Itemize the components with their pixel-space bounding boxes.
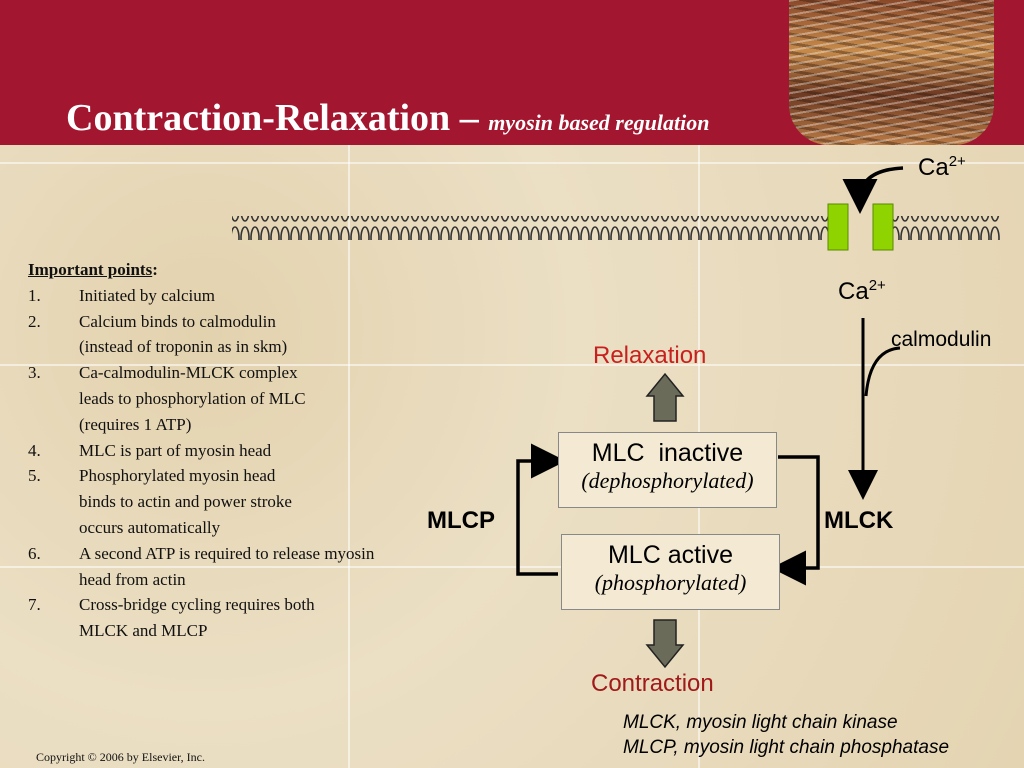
important-points-heading: Important points:	[28, 260, 158, 279]
slide-header: Contraction-Relaxation – myosin based re…	[0, 0, 1024, 145]
calcium-channel	[827, 203, 894, 251]
important-point-line: 1. Initiated by calcium	[28, 283, 458, 309]
point-text: MLCK and MLCP	[79, 621, 208, 641]
important-point-line: MLCK and MLCP	[28, 618, 458, 644]
mlck-label: MLCK	[824, 507, 894, 534]
cell-membrane	[232, 216, 1000, 240]
calcium-intracellular-label: Ca2+	[838, 277, 886, 305]
important-point-line: binds to actin and power stroke	[28, 489, 458, 515]
point-text: Calcium binds to calmodulin	[79, 311, 276, 331]
contraction-label: Contraction	[591, 670, 714, 697]
point-text: (instead of troponin as in skm)	[79, 337, 288, 357]
mlc-active-state: (phosphorylated)	[594, 570, 747, 595]
point-number	[28, 334, 79, 360]
mlc-active-box: MLC active (phosphorylated)	[561, 534, 780, 610]
point-text: binds to actin and power stroke	[79, 492, 292, 512]
legend-mlck: MLCK, myosin light chain kinase	[623, 712, 898, 733]
point-text: Ca-calmodulin-MLCK complex	[79, 363, 298, 383]
important-point-line: head from actin	[28, 567, 458, 593]
point-number: 4.	[28, 440, 41, 460]
point-text: Initiated by calcium	[79, 285, 215, 305]
slide-title: Contraction-Relaxation – myosin based re…	[66, 96, 709, 140]
calcium-extracellular-label: Ca2+	[918, 153, 966, 181]
important-point-line: leads to phosphorylation of MLC	[28, 386, 458, 412]
point-text: head from actin	[79, 569, 186, 589]
mlcp-cycle-arrow	[516, 443, 566, 576]
mlc-active-label: MLC active	[607, 541, 734, 569]
point-number: 7.	[28, 595, 41, 615]
point-number	[28, 386, 79, 412]
mlc-inactive-label: MLC inactive	[591, 439, 744, 467]
point-text: Phosphorylated myosin head	[79, 466, 276, 486]
point-number: 2.	[28, 311, 41, 331]
point-text: (requires 1 ATP)	[79, 414, 192, 434]
point-text: A second ATP is required to release myos…	[79, 543, 375, 563]
important-point-line: 3. Ca-calmodulin-MLCK complex	[28, 360, 458, 386]
point-number	[28, 567, 79, 593]
title-dash: –	[450, 97, 489, 139]
point-text: leads to phosphorylation of MLC	[79, 388, 306, 408]
legend-mlcp: MLCP, myosin light chain phosphatase	[623, 737, 950, 758]
copyright-notice: Copyright © 2006 by Elsevier, Inc.	[36, 750, 205, 764]
relaxation-arrow	[645, 372, 685, 422]
important-point-line: (instead of troponin as in skm)	[28, 334, 458, 360]
contraction-arrow	[645, 619, 685, 669]
point-text: Cross-bridge cycling requires both	[79, 595, 315, 615]
relaxation-label: Relaxation	[593, 342, 707, 369]
point-number	[28, 515, 79, 541]
point-number: 3.	[28, 363, 41, 383]
important-point-line: 5. Phosphorylated myosin head	[28, 463, 458, 489]
calcium-entry-arrow	[842, 166, 904, 214]
important-point-line: 2. Calcium binds to calmodulin	[28, 309, 458, 335]
point-number	[28, 489, 79, 515]
point-number	[28, 412, 79, 438]
important-point-line: 6. A second ATP is required to release my…	[28, 541, 458, 567]
mlc-inactive-box: MLC inactive (dephosphorylated)	[558, 432, 777, 508]
point-number: 1.	[28, 285, 41, 305]
decorative-muscle-image	[789, 0, 994, 145]
point-text: MLC is part of myosin head	[79, 440, 272, 460]
title-main: Contraction-Relaxation	[66, 97, 451, 139]
point-number	[28, 618, 79, 644]
mlck-cycle-arrow	[771, 455, 820, 586]
important-point-line: 7. Cross-bridge cycling requires both	[28, 592, 458, 618]
point-number: 5.	[28, 466, 41, 486]
important-points-list: Important points: 1. Initiated by calcium…	[28, 257, 458, 644]
important-point-line: occurs automatically	[28, 515, 458, 541]
calmodulin-join-line	[864, 346, 901, 397]
title-subtitle: myosin based regulation	[488, 110, 710, 135]
slide-background	[0, 145, 1024, 768]
mlc-inactive-state: (dephosphorylated)	[581, 468, 754, 493]
calmodulin-label: calmodulin	[891, 328, 992, 351]
point-number: 6.	[28, 543, 41, 563]
mlcp-label: MLCP	[427, 507, 495, 534]
important-point-line: 4. MLC is part of myosin head	[28, 438, 458, 464]
point-text: occurs automatically	[79, 517, 221, 537]
important-point-line: (requires 1 ATP)	[28, 412, 458, 438]
